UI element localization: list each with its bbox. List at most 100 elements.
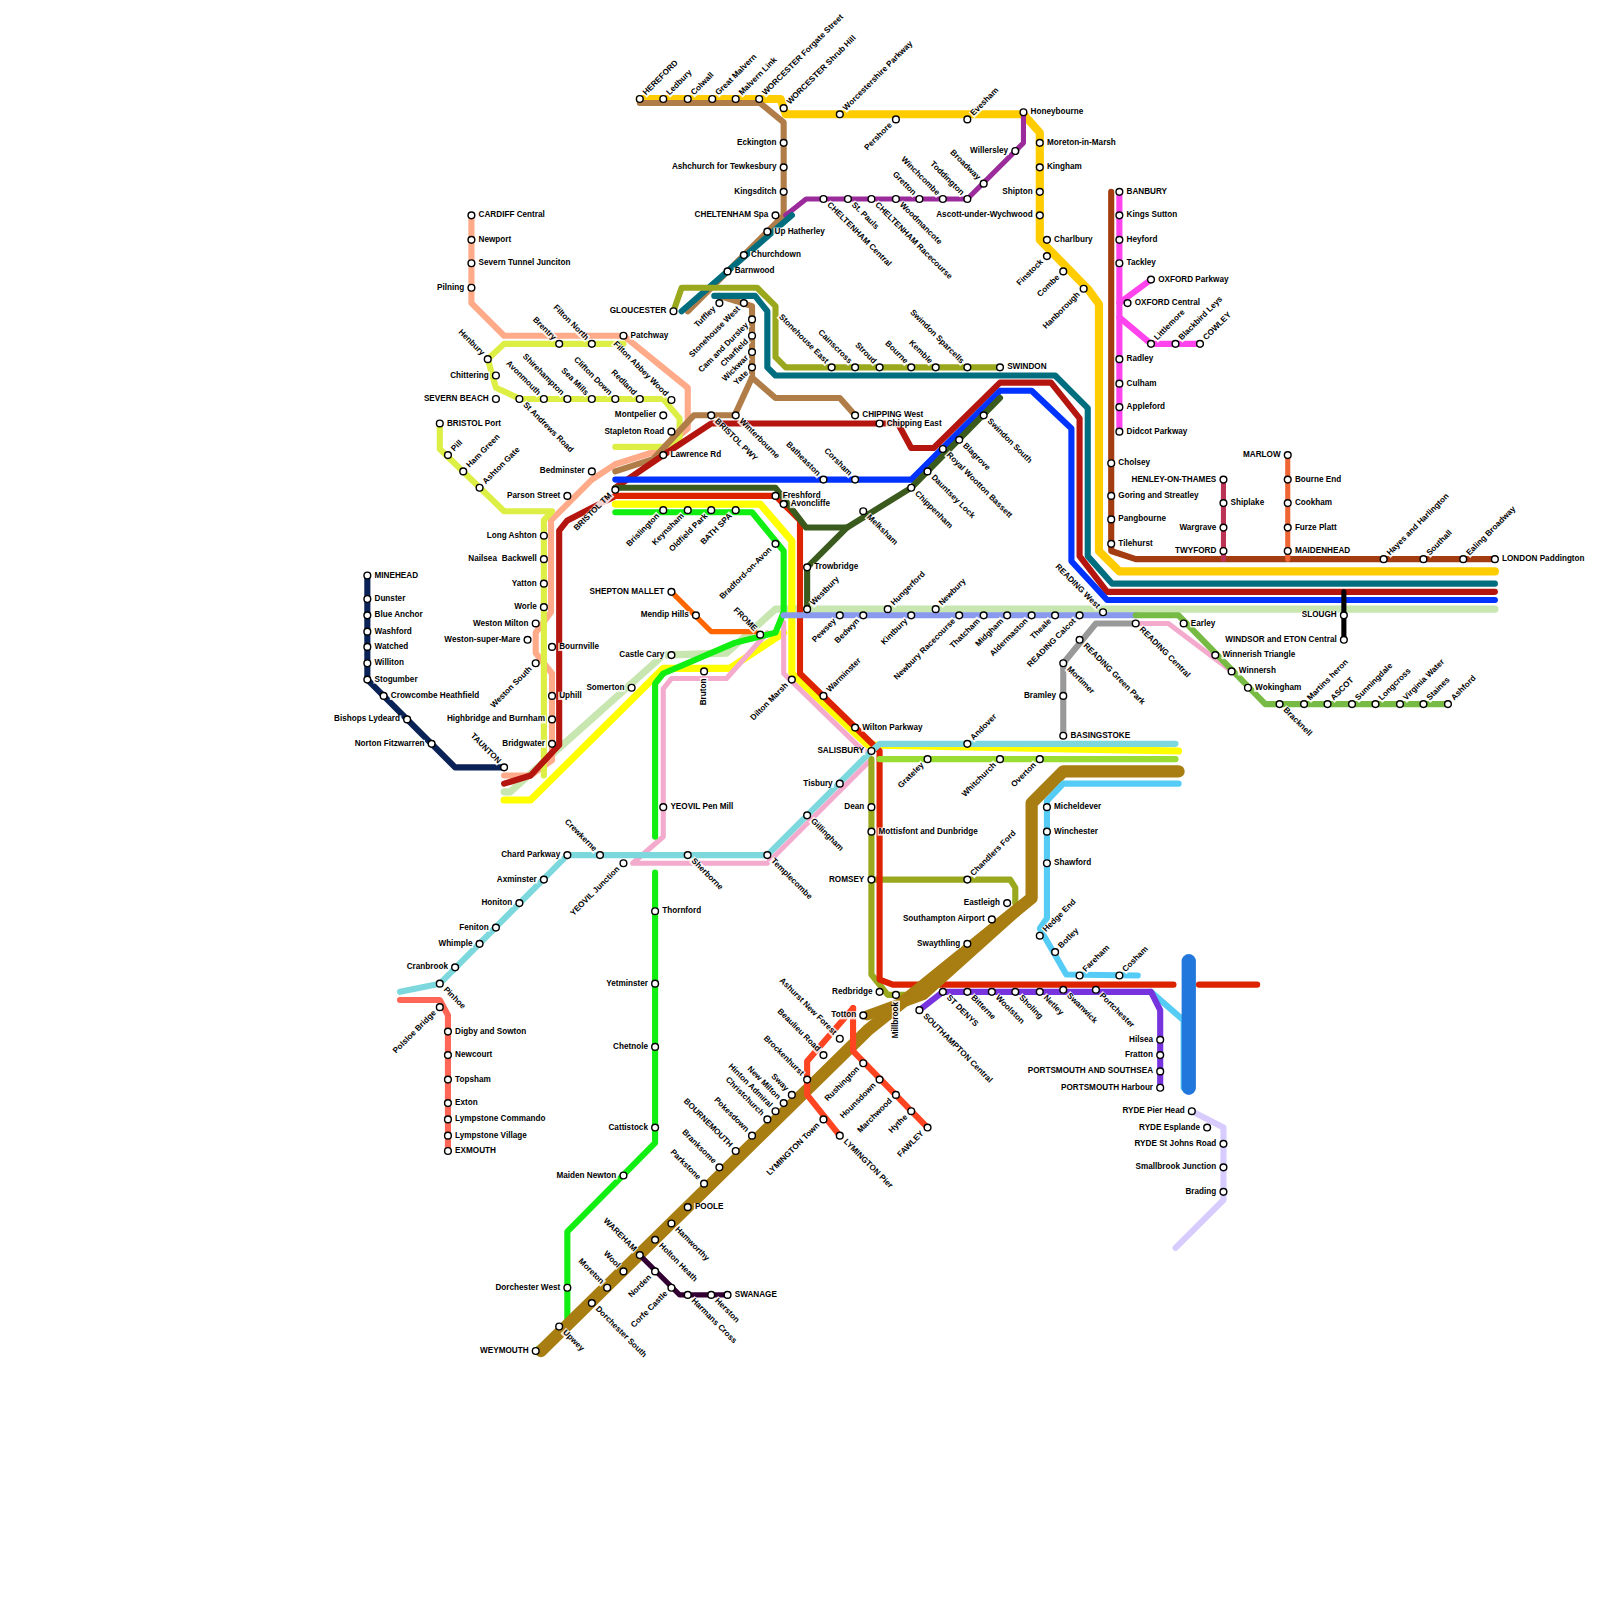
station-dot (1060, 268, 1067, 275)
station-dot (1036, 164, 1043, 171)
rail-line (784, 622, 870, 755)
station-dot (1340, 636, 1347, 643)
station-label: Wool (601, 1249, 622, 1270)
station-dot (468, 212, 475, 219)
station-dot (532, 1348, 539, 1355)
station-label: Swindon South (985, 416, 1034, 465)
station-dot (828, 364, 835, 371)
station-label: Mottisfont and Dunbridge (878, 828, 979, 836)
station-dot (732, 96, 739, 103)
station-label: Long Ashton (486, 532, 538, 540)
station-dot (868, 748, 875, 755)
station-label: MAIDENHEAD (1294, 547, 1351, 555)
station-dot (620, 1172, 627, 1179)
station-dot (476, 941, 483, 948)
station-dot (684, 1292, 691, 1299)
station-dot (708, 507, 715, 514)
station-label: Stapleton Road (603, 428, 665, 436)
station-dot (1340, 612, 1347, 619)
station-dot (772, 493, 779, 500)
station-label: MARLOW (1242, 451, 1282, 459)
station-dot (964, 741, 971, 748)
station-dot (732, 412, 739, 419)
station-label: Radley (1126, 355, 1155, 363)
station-label: Whitchurch (960, 760, 999, 799)
station-label: EXMOUTH (454, 1147, 497, 1155)
station-dot (980, 412, 987, 419)
station-label: Lympstone Commando (454, 1115, 546, 1123)
station-dot (1245, 684, 1252, 691)
station-label: WINDSOR and ETON Central (1224, 636, 1337, 644)
station-label: Freshford (782, 492, 822, 500)
station-dot (404, 716, 411, 723)
station-label: Blue Anchor (373, 611, 423, 619)
station-dot (709, 96, 716, 103)
station-label: Kingsditch (733, 188, 777, 196)
station-label: RYDE Esplande (1138, 1123, 1201, 1131)
station-dot (820, 693, 827, 700)
station-label: Melksham (864, 512, 899, 547)
station-dot (836, 1132, 843, 1139)
station-label: POOLE (694, 1203, 725, 1211)
rail-line (615, 398, 1000, 528)
station-label: Finstock (1015, 257, 1046, 288)
station-label: Shiplake (1230, 499, 1266, 507)
station-dot (636, 396, 643, 403)
station-label: BRISTOL Port (446, 419, 502, 427)
station-dot (724, 1292, 731, 1299)
station-dot (860, 612, 867, 619)
station-dot (1148, 341, 1155, 348)
station-label: Andover (969, 712, 1000, 743)
station-dot (541, 604, 548, 611)
station-label: Weston-super-Mare (443, 636, 521, 644)
station-label: Ashford (1449, 674, 1478, 703)
station-label: SLOUGH (1301, 611, 1338, 619)
station-dot (516, 396, 523, 403)
station-label: Maiden Newton (555, 1171, 617, 1179)
station-dot (1301, 701, 1308, 708)
station-label: BANBURY (1126, 188, 1169, 196)
station-label: Ashurst New Forest (777, 976, 839, 1038)
station-dot (820, 1116, 827, 1123)
station-dot (988, 988, 995, 995)
station-dot (780, 188, 787, 195)
station-dot (684, 852, 691, 859)
station-dot (564, 396, 571, 403)
station-label: Castle Cary (618, 651, 665, 659)
station-label: Worle (513, 603, 538, 611)
station-dot (652, 1268, 659, 1275)
station-dot (668, 1220, 675, 1227)
station-dot (964, 988, 971, 995)
station-dot (1180, 620, 1187, 627)
station-dot (804, 564, 811, 571)
station-label: Watched (373, 643, 409, 651)
station-label: Moreton-in-Marsh (1046, 139, 1117, 147)
station-label: Whimple (437, 940, 473, 948)
station-dot (860, 1012, 867, 1019)
station-dot (364, 660, 371, 667)
station-label: Redland (609, 368, 639, 398)
station-dot (1060, 732, 1067, 739)
station-dot (532, 620, 539, 627)
station-dot (964, 196, 971, 203)
station-label: RYDE Pier Head (1121, 1107, 1185, 1115)
station-label: Cookham (1294, 499, 1333, 507)
station-dot (868, 828, 875, 835)
station-label: SWANAGE (734, 1291, 778, 1299)
station-dot (1212, 652, 1219, 659)
station-dot (804, 1076, 811, 1083)
station-dot (1228, 668, 1235, 675)
rail-line (1136, 623, 1235, 673)
station-dot (588, 468, 595, 475)
station-label: Up Hatherley (773, 228, 825, 236)
station-dot (1108, 516, 1115, 523)
station-dot (939, 446, 946, 453)
station-dot (1080, 285, 1087, 292)
station-label: Overton (1009, 760, 1038, 789)
station-label: YEOVIL Junction (568, 864, 622, 918)
station-dot (1204, 1124, 1211, 1131)
station-label: Norton Fitzwarren (354, 740, 426, 748)
station-dot (772, 541, 779, 548)
station-label: Crowcombe Heathfield (390, 692, 480, 700)
station-label: SEVERN BEACH (423, 395, 490, 403)
